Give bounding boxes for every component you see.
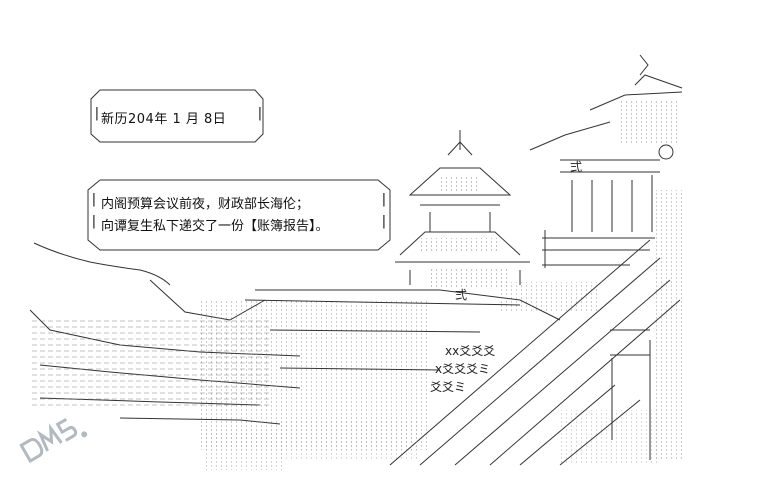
site-watermark-logo [19,418,88,463]
narration-line-1: 内阁预算会议前夜，财政部长海伦； [101,197,310,212]
narration-frame [87,179,391,251]
right-tower [529,54,683,268]
frame-bar-left-2: | [90,214,98,229]
frame-bar-right-2: | [380,214,388,229]
tower-sign: 弍 [570,160,583,174]
frame-bar-left-1: | [90,192,98,207]
date-caption-frame [90,89,264,143]
frame-bar-right-1: | [380,192,388,207]
date-caption: 新历204年 1 月 8日 [101,112,227,127]
frame-bar-right: | [256,106,264,121]
pagoda [395,130,530,285]
roof-sign: 弍 [455,288,468,302]
frame-bar-left: | [93,106,101,121]
narration-line-2: 向谭复生私下递交了一份【账簿报告】。 [101,219,329,234]
roof-pattern-2: x爻爻爻ミ [435,362,491,376]
roof-pattern-3: 爻爻ミ [430,380,467,394]
roof-pattern-1: xx爻爻爻 [445,344,496,358]
